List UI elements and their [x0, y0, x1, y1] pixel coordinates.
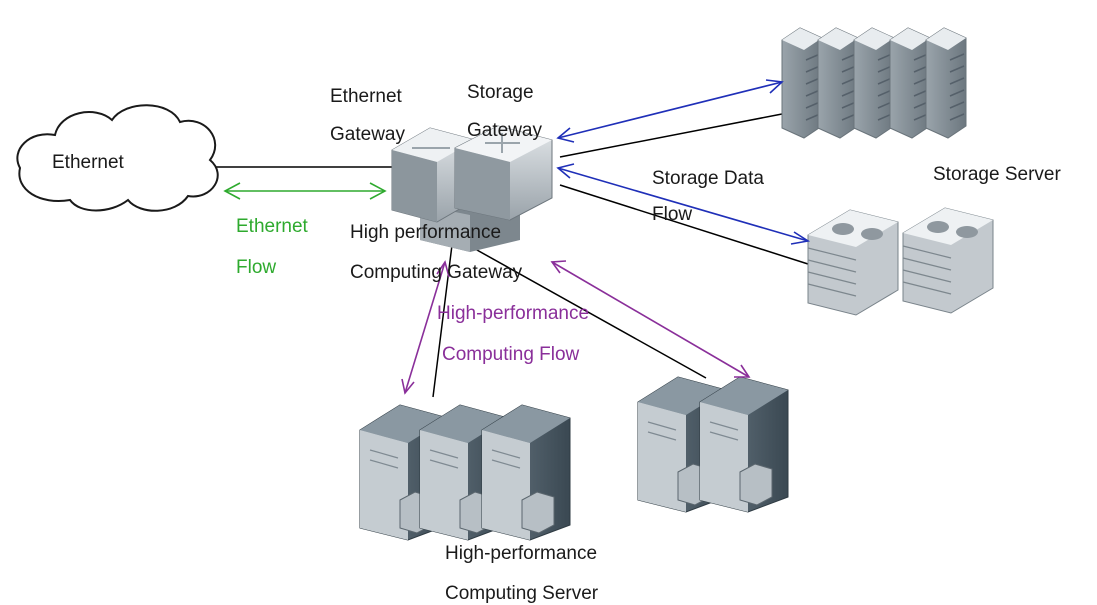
link-gateway-hpc-right — [467, 244, 707, 379]
link-gateway-storage-top — [559, 113, 783, 158]
gateway-cluster-icon — [391, 125, 553, 252]
hpc-server-group-right-icon — [637, 376, 789, 513]
storage-server-label: Storage Server — [933, 164, 1061, 185]
storage-box-icon — [807, 207, 994, 316]
hpc-server-label-line1: High-performance — [445, 543, 598, 564]
link-gateway-storage-bottom — [559, 184, 809, 265]
hpc-flow-arrow-right — [550, 260, 751, 378]
hpc-server-group-left-icon — [359, 404, 571, 541]
storage-gateway-label-line2: Gateway — [467, 120, 542, 141]
storage-gateway-label-line1: Storage — [467, 82, 534, 103]
links — [215, 113, 809, 398]
hpc-flow-label-line1: High-performance — [437, 303, 590, 324]
link-gateway-hpc-left — [432, 244, 453, 398]
ethernet-cloud-label: Ethernet — [52, 152, 124, 173]
storage-data-flow-label-line2: Flow — [652, 204, 693, 225]
hpc-server-label-line2: Computing Server — [445, 583, 599, 604]
ethernet-gateway-label-line2: Gateway — [330, 124, 405, 145]
ethernet-gateway-label-line1: Ethernet — [330, 86, 402, 107]
hpc-gateway-label-line1: High performance — [350, 222, 502, 243]
storage-data-flow-label-line1: Storage Data — [652, 168, 764, 189]
ethernet-flow-label-line2: Flow — [236, 257, 277, 278]
hpc-flow-label-line2: Computing Flow — [442, 344, 580, 365]
ethernet-flow-arrow — [223, 182, 387, 200]
hpc-gateway-label-line2: Computing Gateway — [350, 262, 523, 283]
ethernet-flow-label-line1: Ethernet — [236, 216, 308, 237]
storage-flow-arrow-bottom — [556, 163, 811, 245]
storage-rack-icon — [781, 27, 967, 139]
hpc-flow-arrow-left — [401, 260, 450, 395]
ethernet-cloud-icon — [16, 104, 219, 212]
storage-flow-arrow-top — [556, 79, 784, 143]
